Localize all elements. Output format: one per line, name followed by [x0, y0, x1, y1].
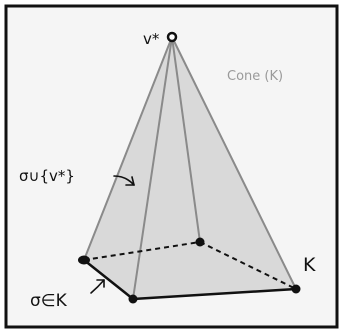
cone-left-face	[84, 37, 172, 299]
cone-front-face	[133, 37, 296, 299]
edge-apex-right	[171, 36, 297, 290]
base-visible-edges	[82, 258, 298, 301]
edge-apex-left	[83, 36, 173, 261]
cone-label: Cone (K)	[227, 69, 283, 84]
cone-edges	[83, 36, 297, 300]
simplex-label: σ∈K	[30, 291, 68, 311]
edge-apex-back	[171, 36, 201, 243]
simplex-arrowhead	[96, 279, 105, 288]
vertex-back	[195, 237, 205, 247]
panel-frame	[4, 4, 339, 329]
face-arrow	[113, 175, 135, 186]
base-hidden-edges	[83, 241, 297, 290]
face-arrowhead	[125, 176, 135, 186]
apex-label: v*	[143, 30, 160, 48]
face-label: σ∪{v*}	[19, 167, 75, 185]
edge-base-front-right	[131, 287, 298, 301]
complex-label: K	[303, 254, 316, 276]
simplex-sigma-edge	[82, 258, 135, 301]
annotation-arrows	[90, 175, 135, 294]
cone-base-fill	[84, 242, 296, 299]
edge-base-left-back	[83, 241, 201, 261]
vertex-front	[128, 294, 138, 304]
simplex-arrow	[90, 279, 105, 294]
apex-vertex	[166, 31, 178, 43]
edge-apex-front	[132, 36, 173, 300]
vertex-right	[291, 284, 301, 294]
vertex-left	[78, 255, 90, 265]
